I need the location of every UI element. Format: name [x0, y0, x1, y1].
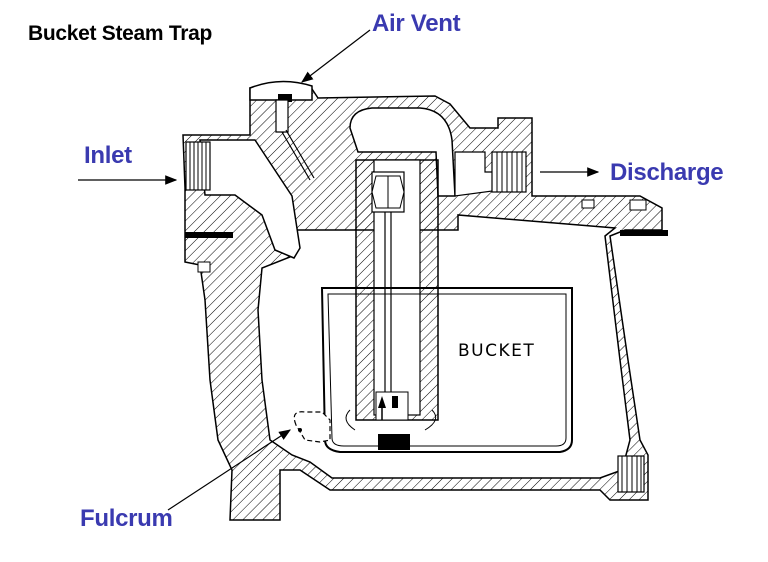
diagram-title: Bucket Steam Trap	[28, 22, 212, 45]
fulcrum-arrow	[167, 429, 292, 511]
air-vent-label: Air Vent	[372, 10, 461, 37]
discharge-tube	[355, 159, 439, 421]
inlet-label: Inlet	[84, 142, 132, 169]
fulcrum-lever	[293, 411, 331, 443]
fulcrum-label: Fulcrum	[80, 505, 173, 532]
bucket	[320, 287, 573, 453]
air-vent-arrow	[301, 29, 371, 83]
discharge-label: Discharge	[610, 159, 724, 186]
bucket-label: BUCKET	[458, 341, 536, 361]
